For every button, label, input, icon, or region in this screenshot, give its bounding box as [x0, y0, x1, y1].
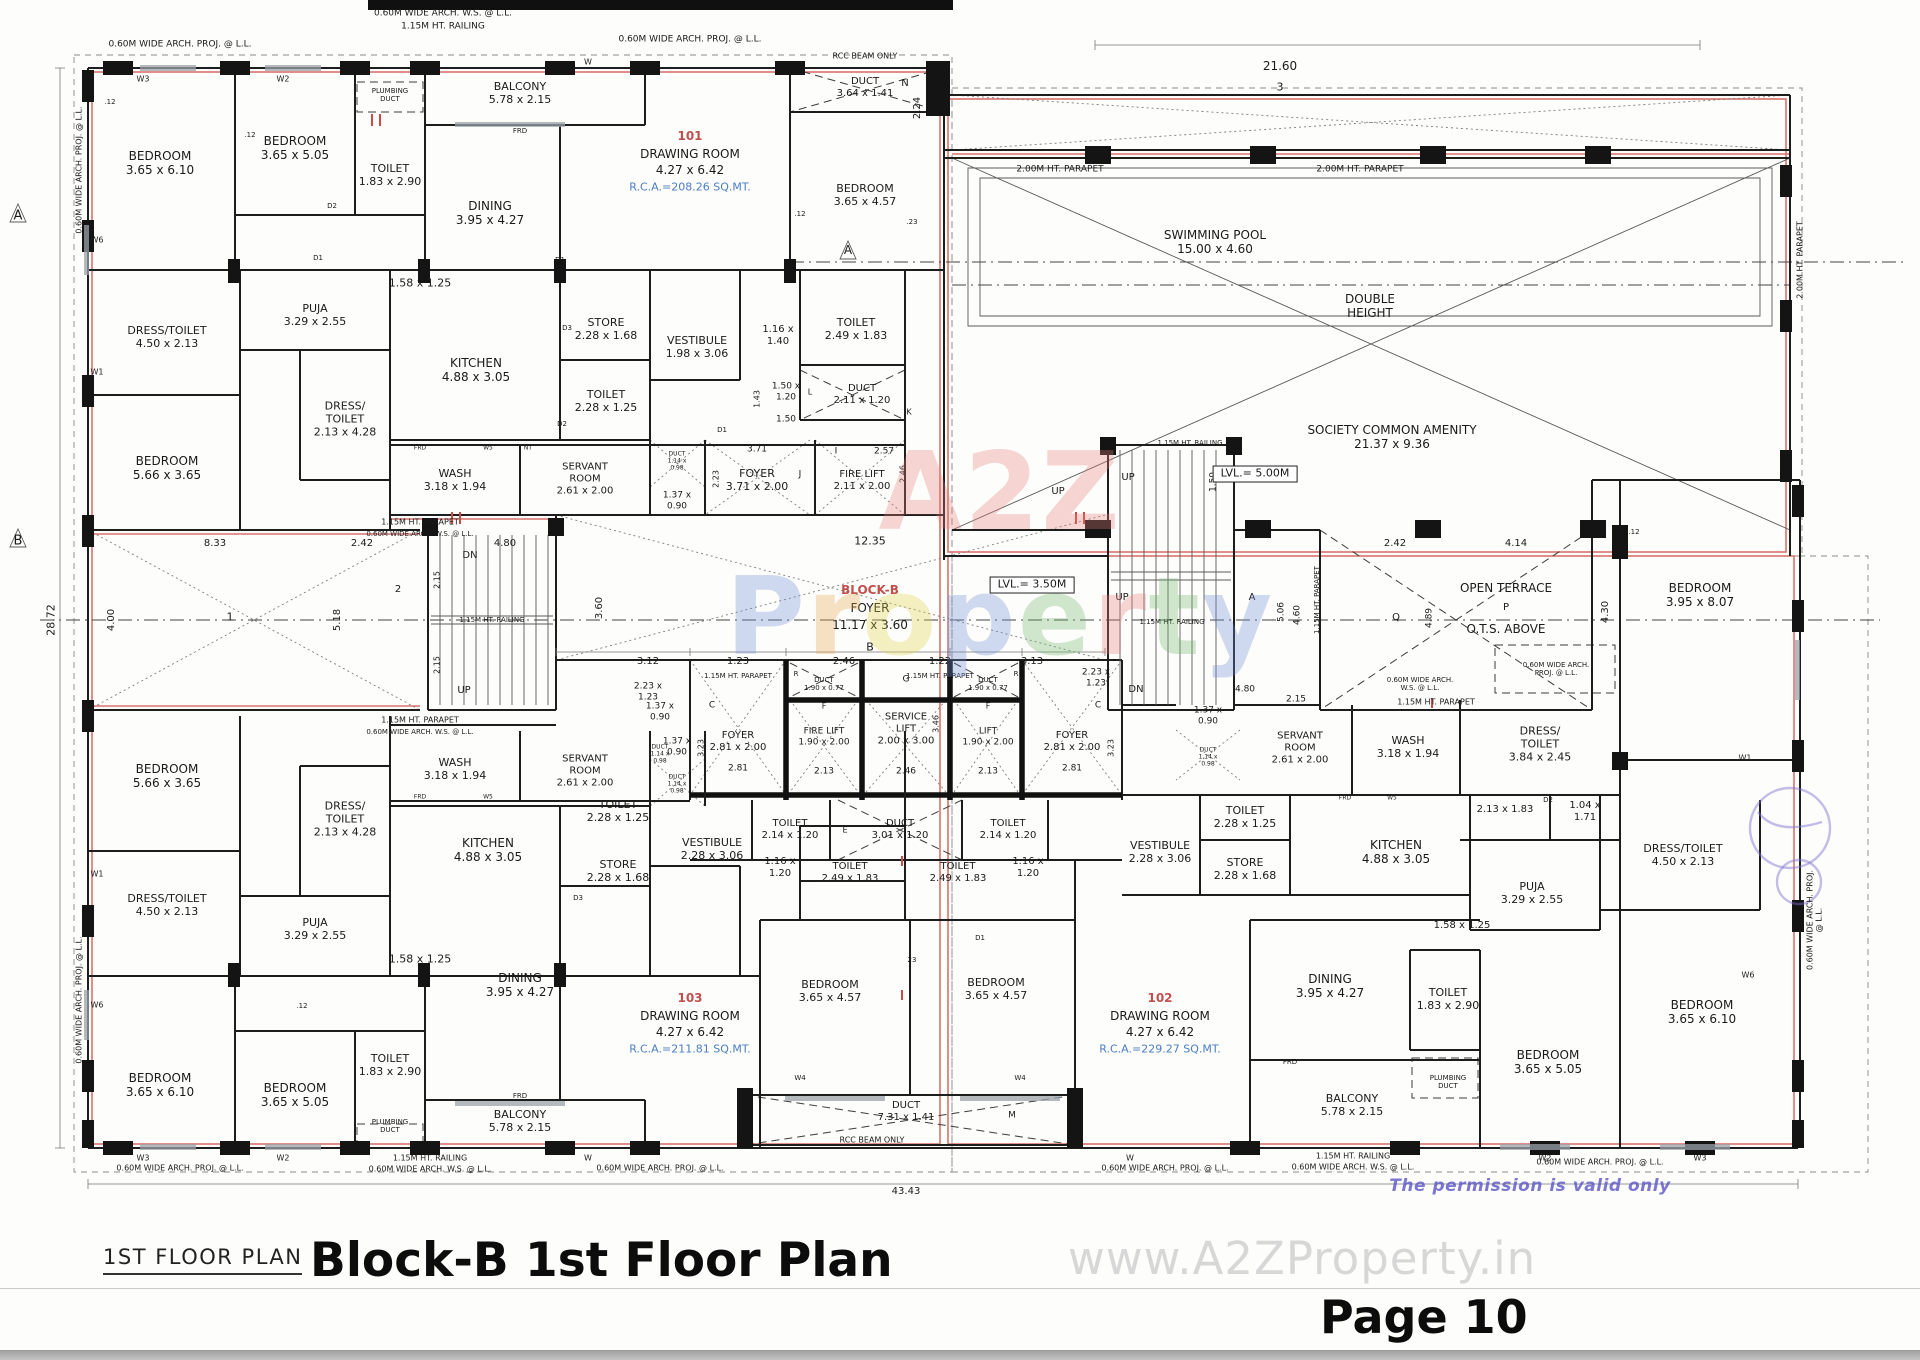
red-outline [88, 71, 1795, 1145]
watermark-url: www.A2ZProperty.in [1068, 1232, 1537, 1285]
boundary-dashed [73, 54, 1869, 1173]
plan-type-label: 1ST FLOOR PLAN [103, 1245, 303, 1275]
cross-patterns [87, 67, 1791, 1146]
window-fills [84, 65, 1800, 1150]
stairs-right [1111, 450, 1231, 705]
divider-line [0, 1288, 1920, 1289]
scan-edge-shadow [0, 1350, 1920, 1360]
page-title: Block-B 1st Floor Plan [310, 1233, 893, 1288]
walls [87, 67, 1801, 1149]
notary-seal-icon [1748, 786, 1832, 906]
dimension-lines [55, 40, 1799, 1189]
page-number-label: Page 10 [1320, 1290, 1528, 1344]
stairs-left [431, 535, 553, 705]
columns [82, 61, 1804, 1155]
scan-artifact-bar [368, 0, 953, 10]
red-ticks [371, 114, 1433, 1000]
section-lines [9, 202, 1905, 621]
